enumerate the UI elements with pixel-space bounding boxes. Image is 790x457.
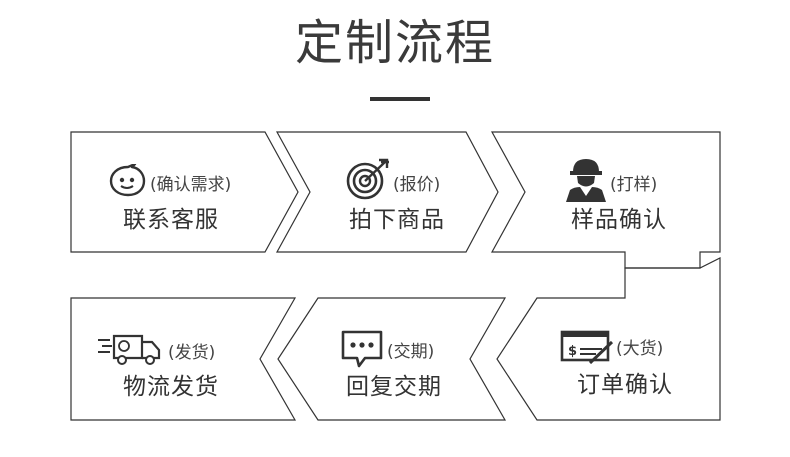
step-shape-6: [70, 297, 297, 421]
step-shape-5: [277, 297, 507, 421]
step-shape-1: [70, 131, 299, 253]
step-main-label: 样品确认: [571, 207, 667, 233]
step-main-label: 物流发货: [123, 374, 219, 400]
step-sub-label: (大货): [616, 339, 664, 359]
step-main-label: 联系客服: [123, 207, 219, 233]
step-shape-2: [275, 131, 499, 253]
target-icon: [346, 158, 389, 200]
step-sub-label: (确认需求): [150, 175, 232, 195]
svg-text:$: $: [568, 344, 577, 359]
step-sub-label: (交期): [387, 342, 435, 362]
step-main-label: 订单确认: [577, 372, 673, 398]
step-main-label: 拍下商品: [349, 207, 445, 233]
worker-icon: [566, 159, 606, 202]
step-shape-4: [496, 257, 721, 421]
step-sub-label: (报价): [393, 175, 441, 195]
chat-bubble-icon: [109, 164, 146, 197]
step-sub-label: (打样): [610, 175, 658, 195]
delivery-van-icon: [98, 334, 161, 365]
step-main-label: 回复交期: [346, 374, 442, 400]
cheque-pen-icon: $: [560, 330, 614, 364]
step-sub-label: (发货): [168, 343, 216, 363]
title-underline: [370, 97, 430, 101]
message-icon: [341, 330, 383, 368]
page-title: 定制流程: [294, 15, 495, 71]
